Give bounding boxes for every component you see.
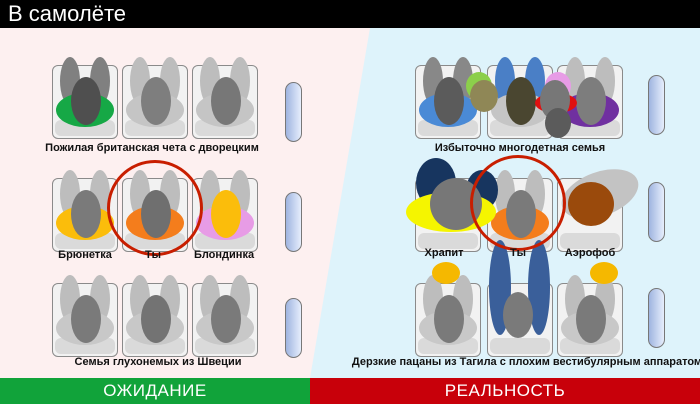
page-title: В самолёте xyxy=(0,0,700,28)
seat-cushion xyxy=(560,233,620,249)
group-label: Пожилая британская чета с дворецким xyxy=(45,142,259,154)
person-head xyxy=(211,190,241,238)
expectation-label: ОЖИДАНИЕ xyxy=(0,378,310,404)
seat-cushion xyxy=(490,338,550,354)
seat-label: Храпит xyxy=(424,247,464,259)
person-head xyxy=(211,295,241,343)
person-head xyxy=(576,77,606,125)
group-label: Избыточно многодетная семья xyxy=(434,142,606,154)
seat-label: Аэрофоб xyxy=(564,247,616,259)
highlight-circle xyxy=(107,160,203,256)
person-head xyxy=(434,295,464,343)
hair xyxy=(590,262,618,284)
group-label: Семья глухонемых из Швеции xyxy=(74,356,242,368)
window xyxy=(285,192,302,252)
person-head xyxy=(576,295,606,343)
child-head xyxy=(545,108,571,138)
person-head xyxy=(71,295,101,343)
person-head xyxy=(506,77,536,125)
highlight-circle xyxy=(470,155,566,251)
seat-label: Брюнетка xyxy=(58,249,112,261)
person-head xyxy=(141,295,171,343)
window xyxy=(285,298,302,358)
window xyxy=(285,82,302,142)
person-head xyxy=(71,190,101,238)
seat-cushion xyxy=(418,233,478,249)
legs xyxy=(528,240,550,335)
person-head xyxy=(434,77,464,125)
window xyxy=(648,288,665,348)
seat-label: Ты xyxy=(510,247,526,259)
seat-label: Ты xyxy=(145,249,161,261)
child-head xyxy=(470,80,498,112)
seat-label: Блондинка xyxy=(193,249,255,261)
hair xyxy=(432,262,460,284)
group-label: Дерзкие пацаны из Тагила с плохим вестиб… xyxy=(351,356,700,368)
window xyxy=(648,182,665,242)
head xyxy=(503,292,533,338)
person-head xyxy=(211,77,241,125)
person-head xyxy=(71,77,101,125)
person-head xyxy=(141,77,171,125)
reality-label: РЕАЛЬНОСТЬ xyxy=(310,378,700,404)
window xyxy=(648,75,665,135)
aerophobe-head xyxy=(568,182,614,226)
